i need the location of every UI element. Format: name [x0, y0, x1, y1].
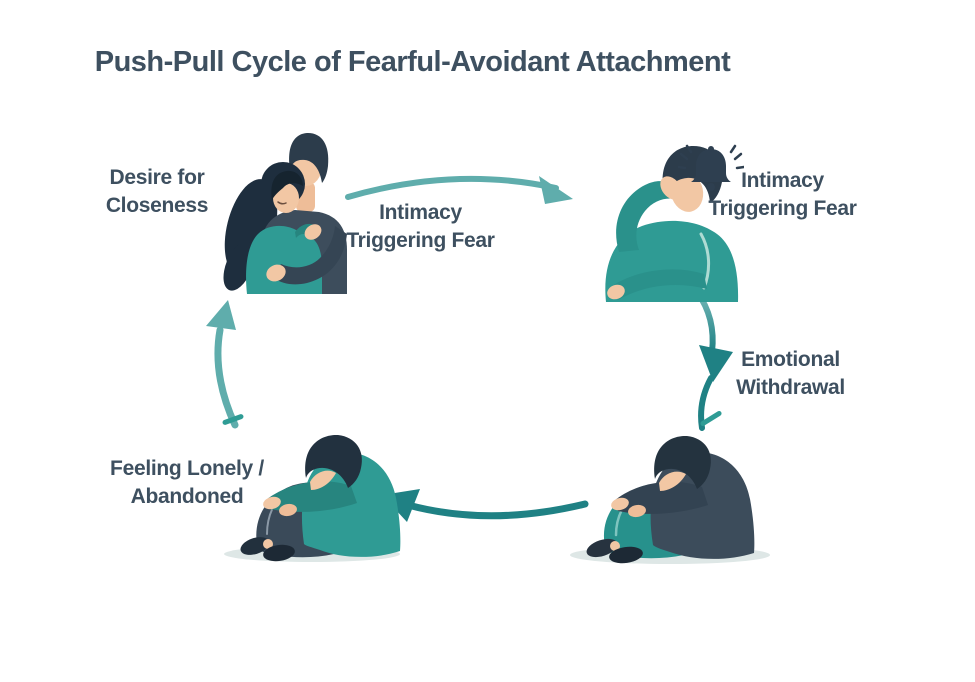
couple-hugging-illustration: [223, 133, 347, 294]
label-line: Feeling Lonely /: [110, 457, 264, 480]
label-feeling-lonely-abandoned: Feeling Lonely / Abandoned: [103, 455, 271, 511]
person-sitting-hunched-dark-illustration: [570, 435, 770, 564]
arrow-up-icon: [206, 300, 239, 429]
label-line: Triggering Fear: [346, 229, 495, 252]
label-line: Closeness: [105, 194, 209, 217]
arrow-top-right-icon: [345, 175, 573, 204]
label-line: Emotional: [741, 348, 840, 371]
arrow-left-icon: [382, 489, 589, 522]
page-title: Push-Pull Cycle of Fearful-Avoidant Atta…: [94, 46, 731, 78]
label-line: Intimacy: [379, 201, 462, 224]
person-sitting-hunched-teal-illustration: [224, 434, 401, 562]
label-line: Withdrawal: [736, 376, 845, 399]
label-line: Triggering Fear: [708, 197, 857, 220]
alert-bell-icon: [678, 144, 744, 191]
label-line: Intimacy: [741, 169, 824, 192]
label-intimacy-triggering-fear-node: Intimacy Triggering Fear: [700, 167, 865, 223]
label-desire-for-closeness: Desire for Closeness: [72, 164, 242, 220]
person-hand-on-head-illustration: [605, 146, 739, 302]
label-intimacy-triggering-fear-arrow: Intimacy Triggering Fear: [338, 199, 503, 255]
label-emotional-withdrawal: Emotional Withdrawal: [708, 346, 873, 402]
label-line: Abandoned: [130, 485, 244, 508]
label-line: Desire for: [109, 166, 205, 189]
